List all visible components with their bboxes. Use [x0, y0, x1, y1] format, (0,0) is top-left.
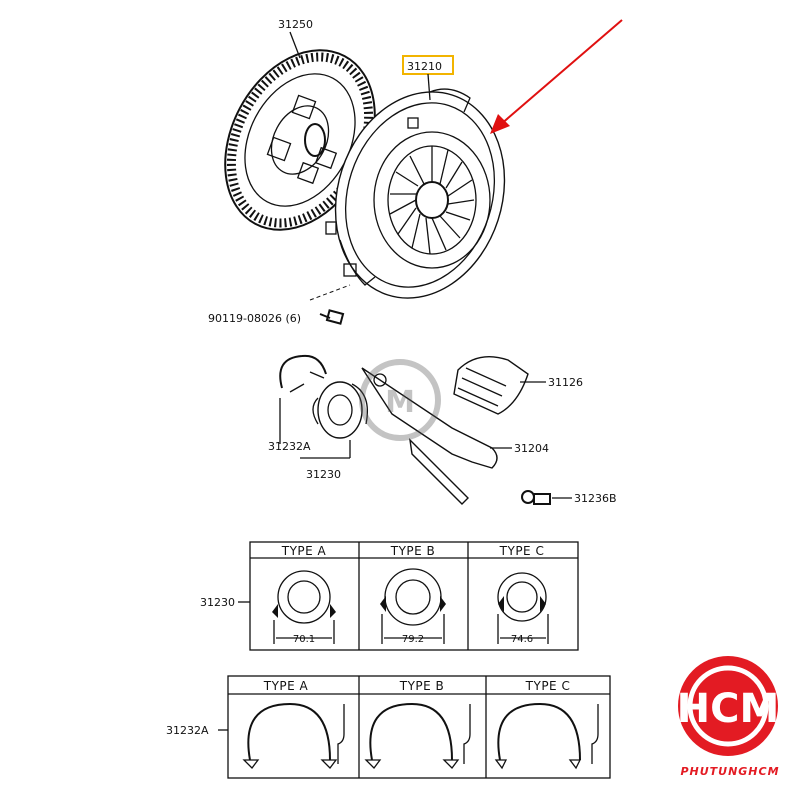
label-disc: 31250: [278, 18, 313, 59]
fork-part-number: 31204: [514, 442, 549, 455]
bearing-types-table: TYPE A TYPE B TYPE C 70.1 79.2 74.6 3123…: [200, 541, 579, 651]
release-bearing-drawing: [312, 381, 369, 439]
label-bolt: 90119-08026 (6): [208, 312, 301, 325]
release-fork-drawing: [361, 367, 498, 505]
label-ball-stud: 31236B: [552, 492, 617, 505]
bolt-drawing: [309, 284, 351, 325]
label-clip: 31232A: [268, 398, 311, 453]
svg-text:M: M: [385, 385, 415, 420]
label-boot: 31126: [520, 376, 583, 389]
clip-table-row-label: 31232A: [166, 724, 209, 737]
bearing-table-row-label: 31230: [200, 596, 235, 609]
watermark-center-icon: M: [359, 359, 441, 441]
disc-part-number: 31250: [278, 18, 313, 31]
bearing-type-b-dimension: 79.2: [402, 634, 424, 645]
ball-stud-part-number: 31236B: [574, 492, 617, 505]
label-cover: 31210: [402, 55, 454, 101]
label-bearing: 31230: [300, 440, 351, 481]
cover-part-number: 31210: [407, 60, 442, 73]
clip-type-a-drawing: [242, 702, 345, 769]
clip-type-c-header: TYPE C: [525, 679, 571, 693]
clip-type-b-header: TYPE B: [399, 679, 445, 693]
phutunghcm-logo: HCM PHUTUNGHCM: [677, 656, 780, 778]
bearing-type-b-drawing: [380, 568, 446, 644]
bearing-type-a-header: TYPE A: [281, 544, 327, 558]
bearing-type-a-dimension: 70.1: [293, 634, 315, 645]
bearing-type-c-header: TYPE C: [499, 544, 545, 558]
clutch-cover-drawing: [325, 88, 506, 299]
clip-types-table: TYPE A TYPE B TYPE C 31232A: [166, 675, 611, 779]
logo-monogram: HCM: [677, 686, 780, 732]
red-arrow-icon: [490, 19, 623, 134]
bearing-type-c-drawing: [497, 572, 549, 644]
bearing-part-number: 31230: [306, 468, 341, 481]
bolt-part-number: 90119-08026 (6): [208, 312, 301, 325]
boot-part-number: 31126: [548, 376, 583, 389]
clip-part-number: 31232A: [268, 440, 311, 453]
ball-stud-drawing: [521, 490, 551, 505]
bearing-type-a-drawing: [272, 570, 336, 644]
boot-drawing: [453, 356, 529, 415]
release-clip-drawing: [279, 354, 327, 393]
clip-type-c-drawing: [494, 702, 599, 770]
clip-type-a-header: TYPE A: [263, 679, 309, 693]
clip-type-b-drawing: [364, 702, 471, 769]
label-fork: 31204: [490, 442, 549, 455]
bearing-type-c-dimension: 74.6: [511, 634, 533, 645]
bearing-type-b-header: TYPE B: [390, 544, 436, 558]
logo-brand-text: PHUTUNGHCM: [680, 765, 779, 778]
